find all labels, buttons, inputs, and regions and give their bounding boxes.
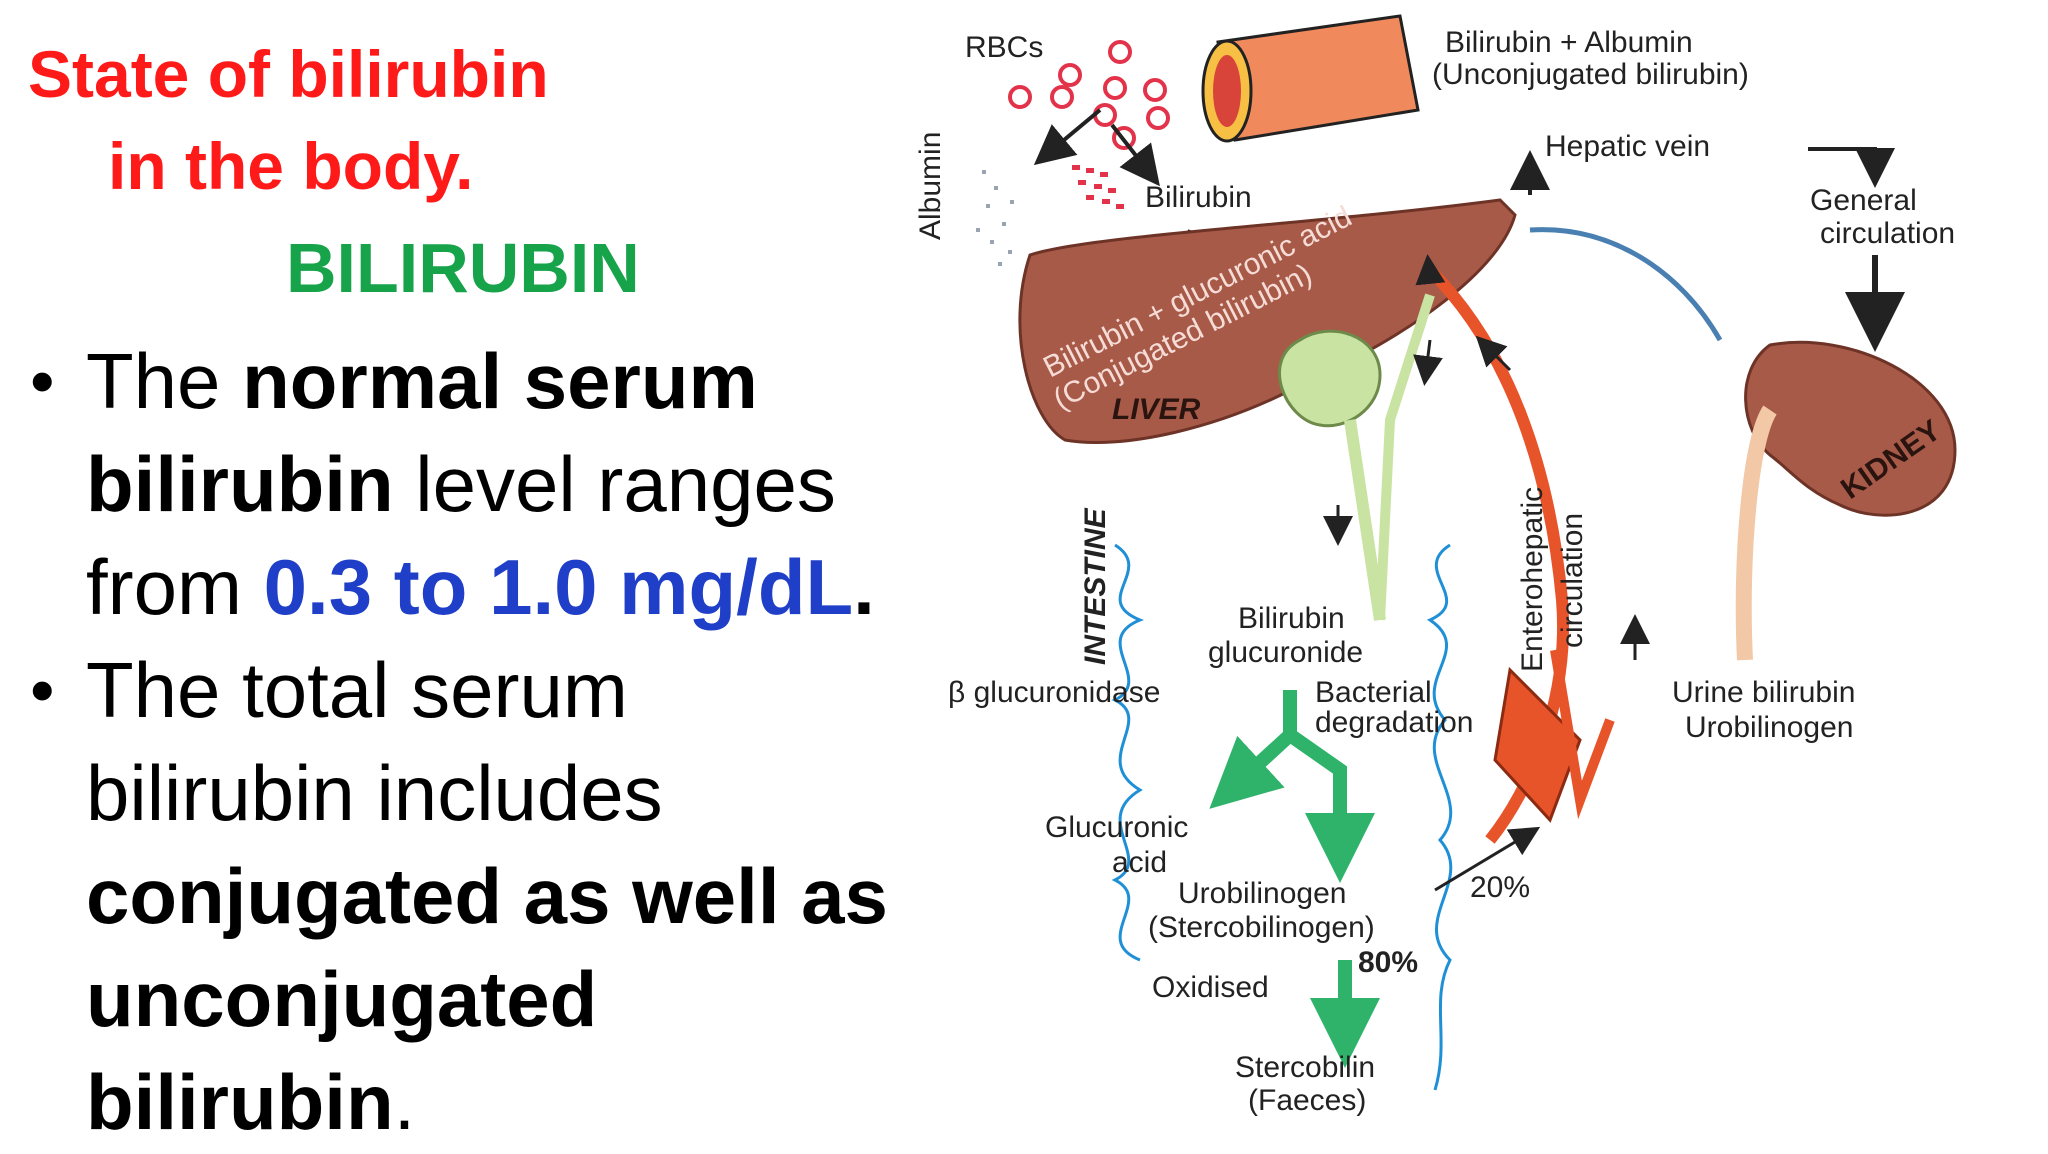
bullet-dot-icon: • [30, 342, 55, 420]
bullet1-bold: normal serum bilirubin [86, 337, 758, 528]
label-beta-glucuronidase: β glucuronidase [948, 676, 1160, 709]
label-bacterial-2: degradation [1315, 706, 1473, 739]
green-arrows [1209, 690, 1380, 1068]
label-hepatic-vein: Hepatic vein [1545, 130, 1710, 163]
bullet1-text-2: level ranges from [86, 440, 836, 631]
label-albumin: Albumin [914, 132, 947, 240]
label-bilirubin-glucuronide-2: glucuronide [1208, 636, 1363, 669]
label-glucuronic-2: acid [1112, 846, 1167, 879]
label-pct-20: 20% [1470, 871, 1530, 904]
bullet-total-bilirubin: • The total serum bilirubin includes con… [30, 639, 890, 1154]
bullet1-text-1: The [86, 337, 243, 425]
slide-title: State of bilirubin in the body. [28, 28, 648, 212]
liver-label: LIVER [1112, 393, 1201, 426]
kidney-icon: KIDNEY [1735, 340, 1957, 661]
intestine-outline [1111, 543, 1453, 1091]
label-bilirubin-glucuronide-1: Bilirubin [1238, 602, 1345, 635]
intestine-label: INTESTINE [1079, 507, 1112, 665]
bilirubin-metabolism-diagram: RBCs Bilirubin + Albumin (Unconjugated b… [914, 14, 1957, 1117]
bullet2-text-1: The total serum bilirubin includes [86, 646, 663, 837]
bullet2-end: . [393, 1058, 416, 1146]
label-enterohepatic-1: Enterohepatic [1516, 487, 1549, 672]
label-urine-1: Urine bilirubin [1672, 676, 1855, 709]
bullet-dot-icon: • [30, 651, 55, 729]
label-rbcs: RBCs [965, 31, 1043, 64]
label-urine-2: Urobilinogen [1685, 711, 1853, 744]
bullet1-end: . [853, 543, 875, 631]
label-oxidised: Oxidised [1152, 971, 1269, 1004]
label-stercobilinogen: (Stercobilinogen) [1148, 911, 1375, 944]
label-glucuronic-1: Glucuronic [1045, 811, 1188, 844]
gallbladder-shape [1278, 329, 1382, 428]
label-bacterial-1: Bacterial [1315, 676, 1432, 709]
label-pct-80: 80% [1358, 946, 1418, 979]
label-general-1: General [1810, 184, 1917, 217]
label-stercobilin: Stercobilin [1235, 1051, 1375, 1084]
albumin-particles-icon [976, 170, 1014, 266]
blood-vessel-icon [1201, 14, 1420, 143]
rbc-cells-icon [1008, 40, 1170, 150]
section-heading: BILIRUBIN [286, 229, 640, 307]
label-bilirubin-albumin: Bilirubin + Albumin [1445, 26, 1693, 59]
bilirubin-range-value: 0.3 to 1.0 mg/dL [263, 543, 854, 631]
label-general-2: circulation [1820, 217, 1955, 250]
bullet-list: • The normal serum bilirubin level range… [30, 330, 890, 1154]
title-line-2: in the body. [108, 129, 474, 203]
title-line-1: State of bilirubin [28, 37, 549, 111]
bullet-normal-range: • The normal serum bilirubin level range… [30, 330, 890, 639]
liver-shape [1018, 198, 1517, 444]
label-unconjugated: (Unconjugated bilirubin) [1432, 58, 1749, 91]
label-bilirubin: Bilirubin [1145, 181, 1252, 214]
label-urobilinogen: Urobilinogen [1178, 877, 1346, 910]
label-faeces: (Faeces) [1248, 1084, 1366, 1117]
bilirubin-particles-icon [1072, 165, 1124, 209]
label-enterohepatic-2: circulation [1556, 513, 1589, 648]
bullet2-bold: conjugated as well as unconjugated bilir… [86, 852, 888, 1146]
